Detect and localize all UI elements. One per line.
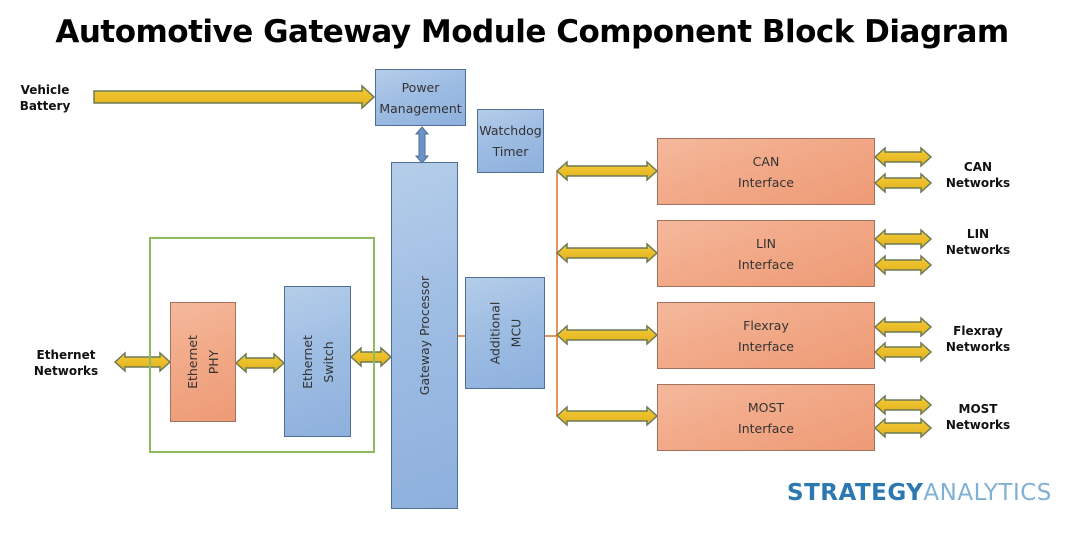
fn-line-1: Flexray: [953, 324, 1003, 338]
flexray-label-2: Interface: [738, 338, 794, 354]
bus-lin-arrow: [555, 242, 659, 264]
bus-can-arrow: [555, 160, 659, 182]
can-network-arrow-1: [873, 146, 933, 168]
phy-label-1: Ethernet: [184, 335, 200, 389]
gateway-processor-block: Gateway Processor: [391, 162, 458, 509]
flexray-network-arrow-1: [873, 316, 933, 338]
logo-part-1: STRATEGY: [787, 480, 924, 506]
most-label-2: Interface: [738, 420, 794, 436]
bus-most-arrow: [555, 405, 659, 427]
lin-interface-block: LIN Interface: [657, 220, 875, 287]
flexray-label-1: Flexray: [743, 317, 789, 333]
logo-part-2: ANALYTICS: [923, 480, 1052, 506]
cn-line-1: CAN: [963, 160, 993, 174]
mn-line-1: MOST: [958, 402, 998, 416]
fn-line-2: Networks: [945, 340, 1011, 354]
most-interface-block: MOST Interface: [657, 384, 875, 451]
bus-flexray-arrow: [555, 324, 659, 346]
ln-line-1: LIN: [966, 227, 990, 241]
power-management-label-1: Power: [401, 79, 440, 95]
can-interface-block: CAN Interface: [657, 138, 875, 205]
can-label-2: Interface: [738, 174, 794, 190]
lin-network-arrow-1: [873, 228, 933, 250]
vb-line-2: Battery: [19, 99, 71, 113]
strategy-analytics-logo: STRATEGYANALYTICS: [787, 480, 1052, 506]
diagram-title: Automotive Gateway Module Component Bloc…: [55, 14, 1009, 50]
en-line-1: Ethernet: [36, 348, 96, 362]
power-management-label-2: Management: [379, 100, 462, 116]
ethernet-phy-block: Ethernet PHY: [170, 302, 236, 422]
switch-label-1: Ethernet: [299, 334, 315, 389]
mcu-label-1: Additional: [486, 301, 502, 365]
ethernet-group-border: [149, 237, 375, 453]
lin-network-arrow-2: [873, 254, 933, 276]
switch-label-2: Switch: [320, 340, 336, 383]
power-gateway-arrow: [414, 126, 430, 164]
phy-label-2: PHY: [205, 349, 221, 375]
lin-label-2: Interface: [738, 256, 794, 272]
can-label-1: CAN: [752, 153, 780, 169]
can-networks-label: CAN Networks: [940, 159, 1016, 191]
most-network-arrow-2: [873, 417, 933, 439]
flexray-network-arrow-2: [873, 341, 933, 363]
most-label-1: MOST: [747, 399, 785, 415]
mn-line-2: Networks: [945, 418, 1011, 432]
can-network-arrow-2: [873, 172, 933, 194]
most-networks-label: MOST Networks: [940, 401, 1016, 433]
ethernet-switch-block: Ethernet Switch: [284, 286, 351, 437]
most-network-arrow-1: [873, 394, 933, 416]
watchdog-label-2: Timer: [492, 144, 529, 159]
en-line-2: Networks: [33, 364, 99, 378]
additional-mcu-block: Additional MCU: [465, 277, 545, 389]
battery-to-power-arrow: [93, 84, 376, 110]
ln-line-2: Networks: [945, 243, 1011, 257]
vb-line-1: Vehicle: [20, 83, 70, 97]
mcu-label-2: MCU: [507, 318, 523, 348]
gateway-processor-label: Gateway Processor: [417, 275, 432, 396]
cn-line-2: Networks: [945, 176, 1011, 190]
lin-label-1: LIN: [755, 235, 776, 251]
watchdog-label-1: Watchdog: [479, 123, 542, 138]
lin-networks-label: LIN Networks: [940, 226, 1016, 258]
